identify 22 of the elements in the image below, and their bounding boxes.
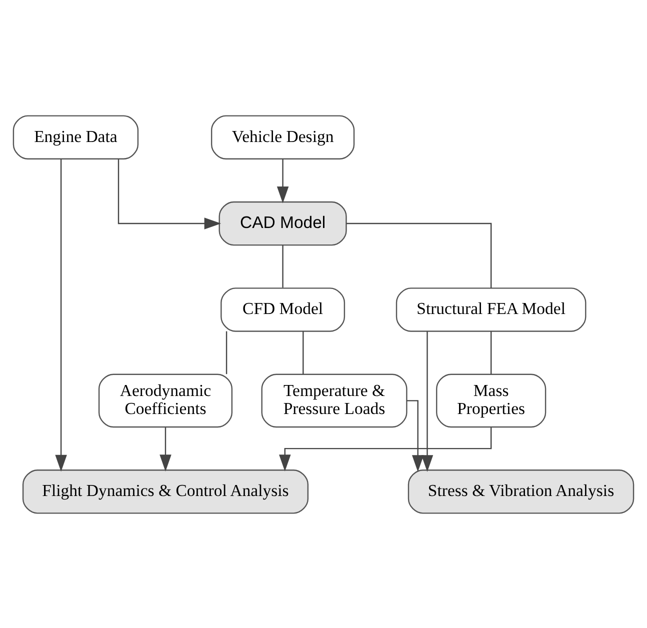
arrow xyxy=(276,158,289,203)
connector xyxy=(490,330,492,374)
connector xyxy=(302,330,304,374)
node-box: Aerodynamic Coefficients xyxy=(98,373,233,428)
arrow xyxy=(279,426,492,471)
node-box: Structural FEA Model xyxy=(396,287,586,332)
connector xyxy=(226,330,228,374)
connector xyxy=(282,244,284,288)
arrow xyxy=(406,400,424,472)
arrow xyxy=(55,158,67,472)
node-box: CAD Model xyxy=(218,200,347,246)
node-box: Temperature & Pressure Loads xyxy=(261,373,408,428)
node-box: Vehicle Design xyxy=(210,114,355,159)
node-box: Flight Dynamics & Control Analysis xyxy=(22,469,309,514)
node-box: Stress & Vibration Analysis xyxy=(408,469,634,514)
arrow xyxy=(160,427,172,471)
node-box: CFD Model xyxy=(220,287,346,332)
connector xyxy=(346,222,492,288)
arrow xyxy=(118,158,222,229)
node-box: Mass Properties xyxy=(436,373,546,428)
node-box: Engine Data xyxy=(12,114,139,159)
arrow xyxy=(421,330,434,472)
